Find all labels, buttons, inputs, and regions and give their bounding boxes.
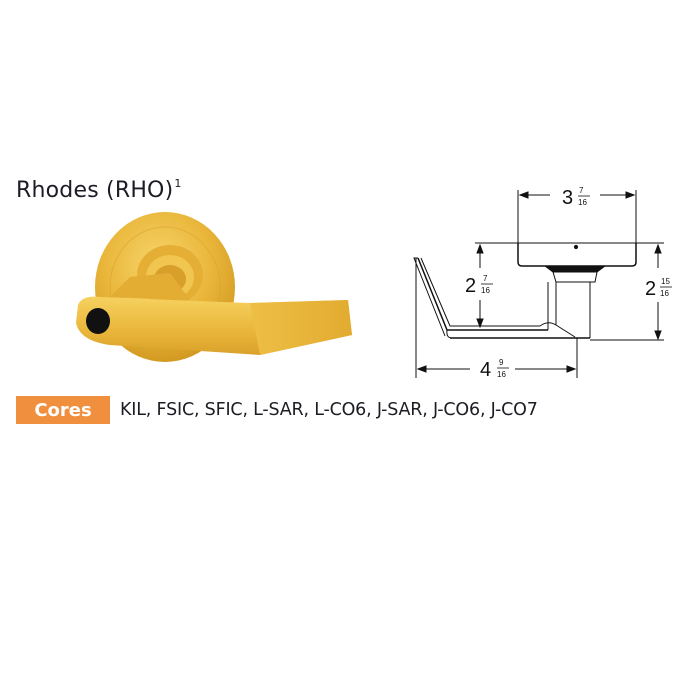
svg-text:2: 2 [645,278,656,300]
svg-text:9: 9 [499,358,504,367]
svg-text:15: 15 [661,277,670,286]
svg-text:4: 4 [480,359,491,380]
keyhole [86,308,110,334]
svg-text:2: 2 [465,275,476,297]
dim-rose-diameter: 3 7 16 [562,186,590,209]
svg-text:16: 16 [481,286,490,295]
dim-lever-length: 4 9 16 [480,358,509,380]
svg-text:16: 16 [578,198,587,207]
cores-list: KIL, FSIC, SFIC, L-SAR, L-CO6, J-SAR, J-… [120,400,538,420]
footnote-marker: 1 [174,176,182,190]
product-name: Rhodes (RHO) [16,178,174,203]
lever-product-image [76,212,352,362]
dimension-diagram: 3 7 16 2 7 16 2 15 16 4 9 16 [413,186,672,380]
svg-text:7: 7 [483,274,488,283]
cores-badge: Cores [16,396,110,424]
svg-text:7: 7 [579,186,584,195]
dim-lever-height: 2 7 16 [465,274,493,297]
svg-text:16: 16 [660,289,669,298]
svg-text:16: 16 [497,370,506,379]
cores-row: Cores KIL, FSIC, SFIC, L-SAR, L-CO6, J-S… [16,396,538,424]
dim-overall-height: 2 15 16 [645,277,672,300]
product-title: Rhodes (RHO)1 [16,176,182,203]
svg-text:3: 3 [562,187,573,209]
